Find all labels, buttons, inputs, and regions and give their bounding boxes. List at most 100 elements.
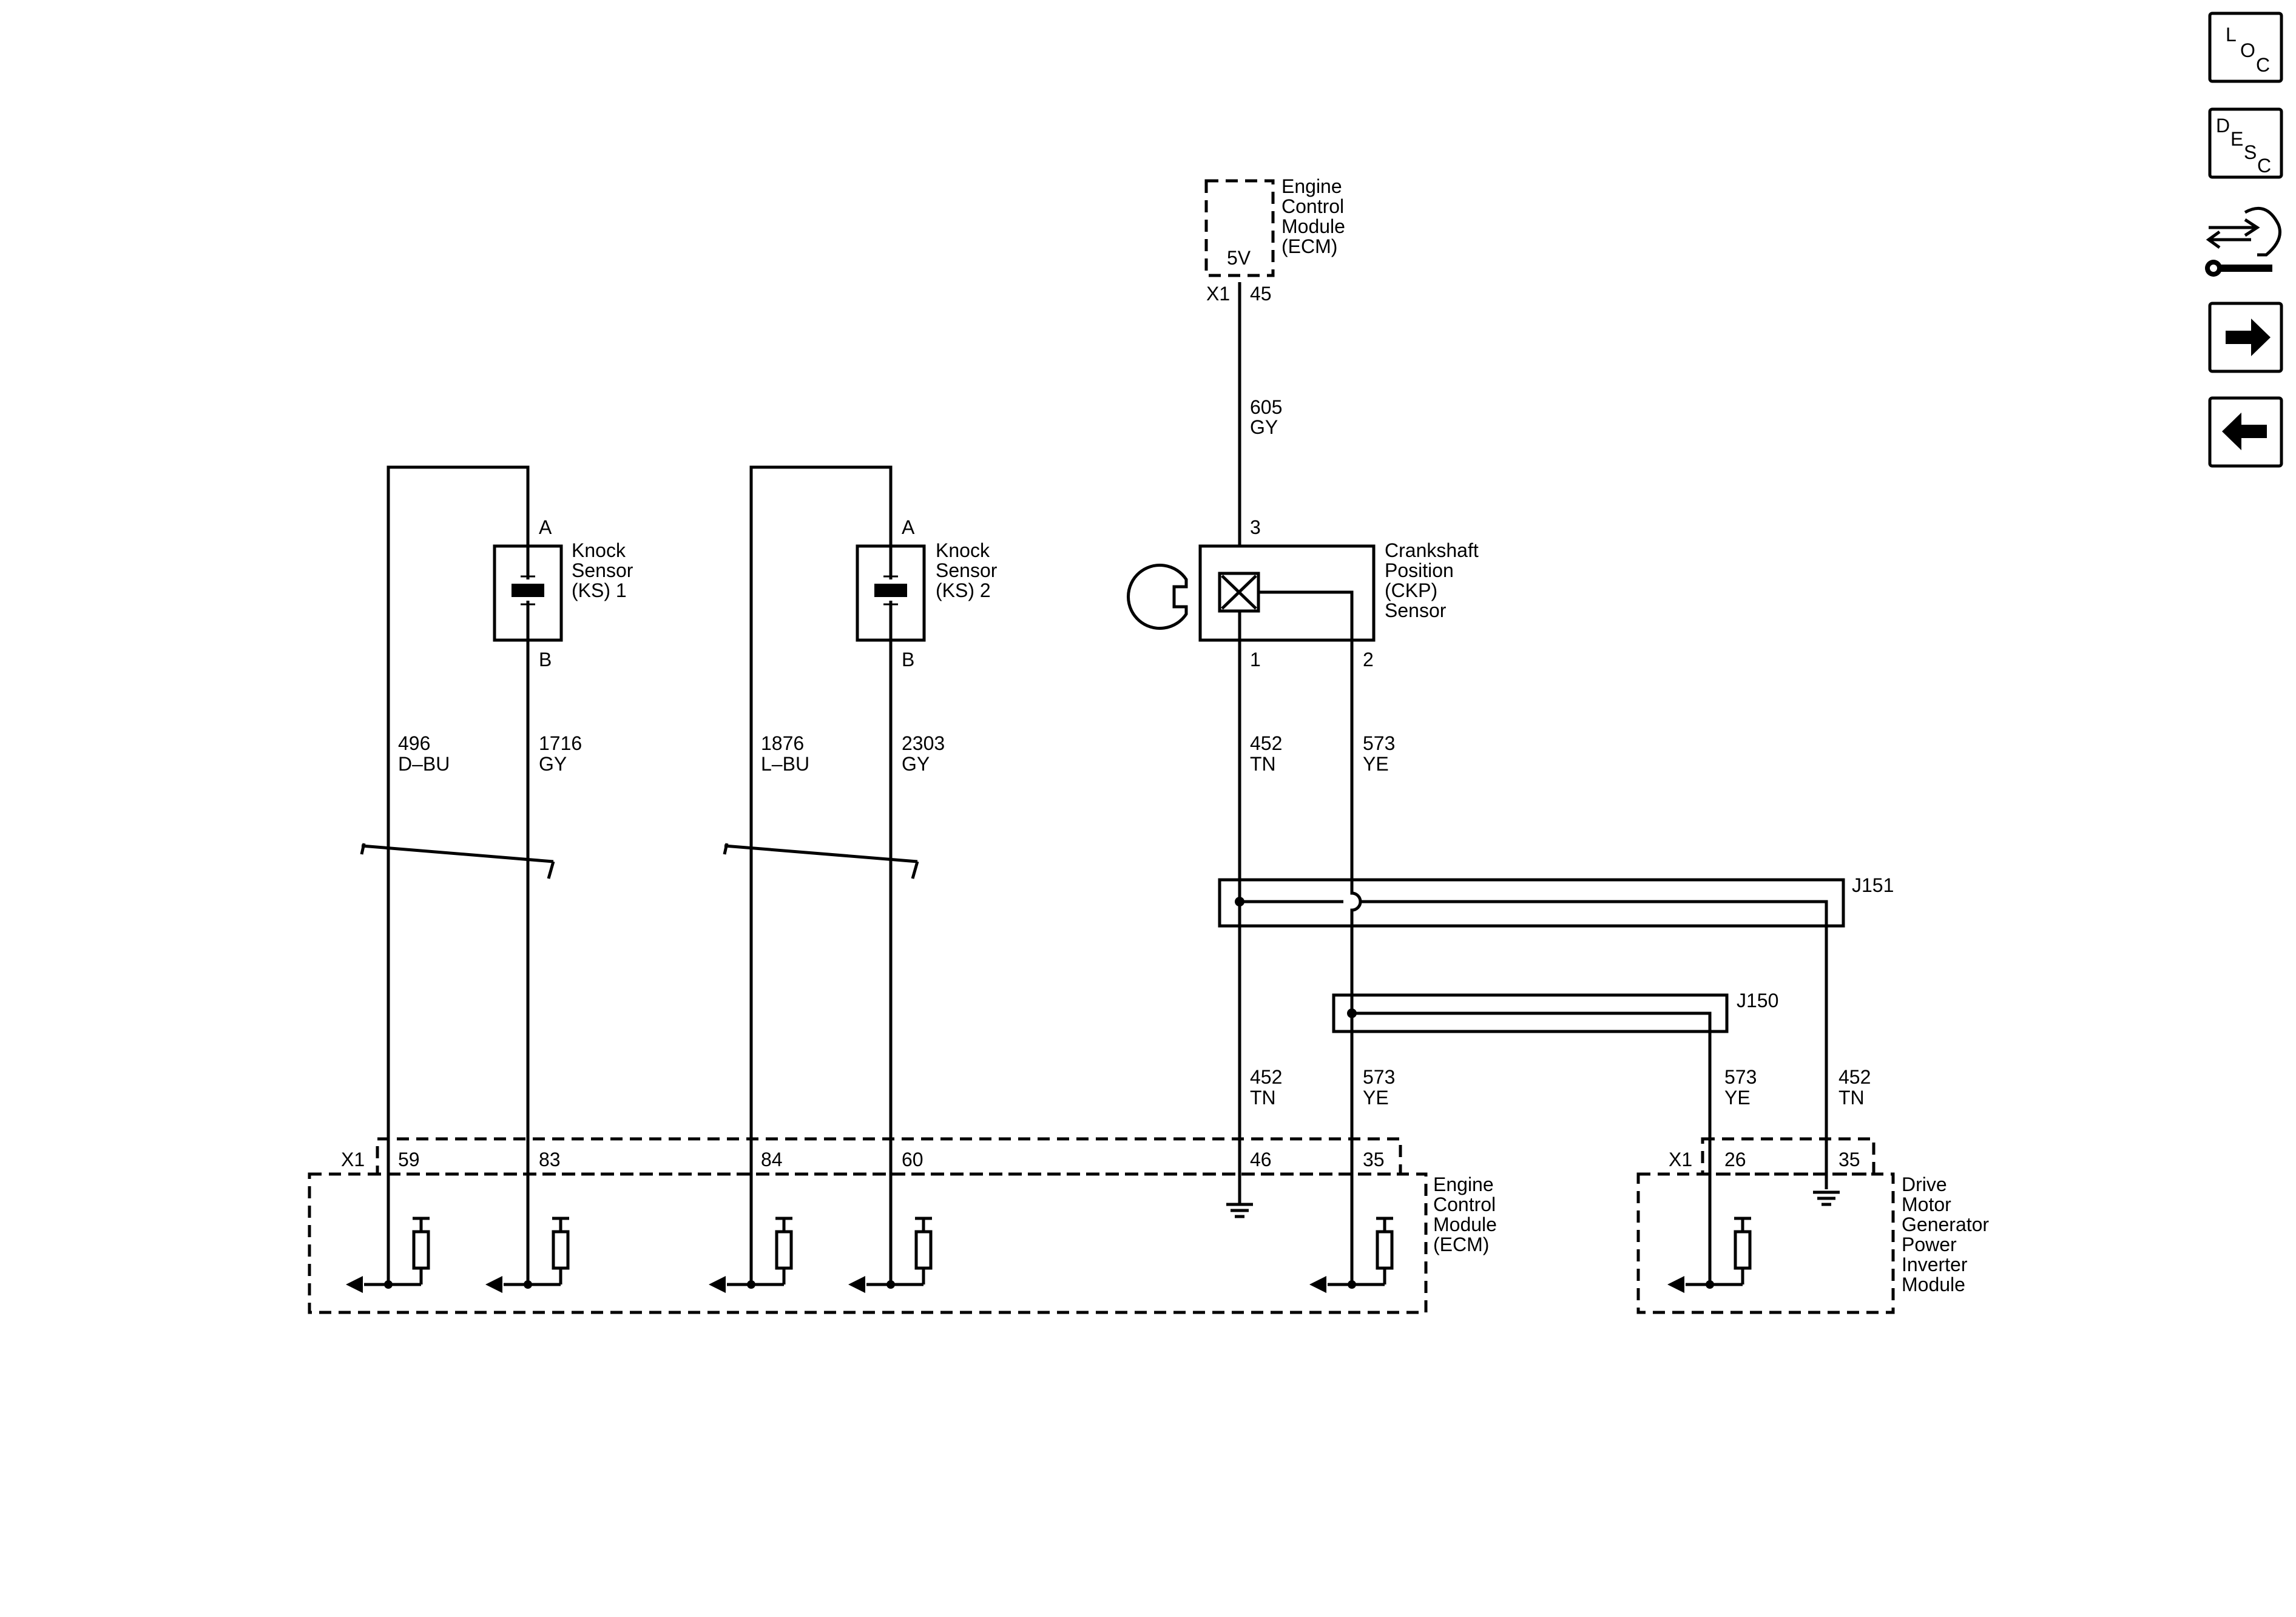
previous-arrow-icon[interactable]: [2208, 396, 2283, 468]
desc-letter-e: E: [2230, 128, 2243, 150]
loc-letter-l: L: [2226, 24, 2237, 46]
wire-circuit-number: 452: [1838, 1066, 1871, 1088]
wire-circuit-number: 2303: [902, 732, 945, 754]
wire-1876: 1876 L–BU: [761, 732, 809, 775]
wire-452-tn: 452 TN: [1238, 640, 1282, 1204]
wire-color: YE: [1363, 753, 1389, 775]
signal-arrow-icon: [346, 1276, 363, 1293]
ecm-top-name-line: Engine: [1281, 175, 1342, 197]
voltage-label: 5V: [1227, 247, 1251, 269]
input-circuit-symbol: [1667, 1217, 1752, 1293]
signal-arrow-icon: [485, 1276, 502, 1293]
pin-label: 84: [761, 1149, 783, 1170]
wire-color: TN: [1838, 1087, 1865, 1109]
connector-label: X1: [1669, 1149, 1692, 1170]
pin-label: 46: [1250, 1149, 1272, 1170]
wire-circuit-number: 496: [398, 732, 430, 754]
component-name-line: Position: [1385, 559, 1454, 581]
input-circuit-symbol: [485, 1217, 570, 1293]
wire-452-tn-lower: 452 TN: [1250, 1066, 1282, 1109]
connector-tool-icon[interactable]: [2205, 206, 2281, 277]
wire-circuit-number: 1716: [539, 732, 582, 754]
knock-sensor-2: A Knock Sensor (KS) 2 B: [749, 465, 998, 1284]
pin-label: 2: [1363, 649, 1374, 670]
input-circuit-symbol: [709, 1217, 793, 1293]
pin-label: B: [539, 649, 552, 670]
ecm-top-name-line: Control: [1281, 195, 1344, 217]
drive-motor-generator-power-inverter-module: X1 26 35 Drive Motor Generator Power Inv…: [1636, 1137, 1989, 1314]
module-name-line: Engine: [1433, 1173, 1494, 1195]
wire-circuit-number: 452: [1250, 732, 1282, 754]
wire-color: GY: [1250, 416, 1278, 438]
wire-1716: 1716 GY: [539, 732, 582, 775]
wire-color: GY: [539, 753, 567, 775]
component-name-line: Sensor: [936, 559, 998, 581]
desc-button[interactable]: D E S C: [2208, 107, 2283, 179]
knock-sensor-1: A Knock Sensor (KS) 1 B: [387, 465, 633, 1284]
splice-label: J150: [1737, 990, 1778, 1011]
splice-label: J151: [1852, 874, 1894, 896]
wire-2303: 2303 GY: [902, 732, 945, 775]
wire-circuit-number: 605: [1250, 396, 1282, 418]
crankshaft-position-sensor: 3 Crankshaft Position (CKP) Sensor 1 2: [1127, 516, 1479, 670]
wire-circuit-number: 452: [1250, 1066, 1282, 1088]
twisted-pair-symbol: [723, 843, 919, 879]
ecm-top-name-line: Module: [1281, 215, 1345, 237]
desc-letter-c: C: [2257, 155, 2271, 177]
wire-573-ye-inverter: 573 YE: [1724, 1066, 1757, 1109]
loc-letter-o: O: [2240, 39, 2255, 61]
module-name-line: Generator: [1902, 1214, 1989, 1235]
loc-button[interactable]: L O C: [2208, 12, 2283, 83]
signal-arrow-icon: [848, 1276, 865, 1293]
module-name-line: Module: [1902, 1274, 1965, 1295]
resistor-icon: [412, 1230, 430, 1270]
wire-circuit-number: 573: [1363, 1066, 1395, 1088]
signal-arrow-icon: [709, 1276, 726, 1293]
pin-label: 83: [539, 1149, 561, 1170]
resistor-icon: [552, 1230, 570, 1270]
piezo-element-icon: [874, 584, 907, 597]
wire-color: TN: [1250, 753, 1276, 775]
input-circuit-symbol: [1309, 1217, 1394, 1293]
signal-arrow-icon: [1667, 1276, 1684, 1293]
pin-label: 45: [1250, 283, 1272, 305]
module-name-line: Inverter: [1902, 1254, 1968, 1275]
connector-label: X1: [341, 1149, 365, 1170]
module-name-line: Power: [1902, 1234, 1957, 1255]
twisted-pair-symbol: [360, 843, 555, 879]
component-name-line: Knock: [936, 539, 990, 561]
wire-circuit-number: 573: [1724, 1066, 1757, 1088]
wire-573-ye: 573 YE: [1350, 640, 1395, 1284]
wire-color: L–BU: [761, 753, 809, 775]
component-name-line: Sensor: [1385, 599, 1447, 621]
wire-573-ye-lower: 573 YE: [1363, 1066, 1395, 1109]
component-name-line: Sensor: [572, 559, 633, 581]
wire-color: GY: [902, 753, 930, 775]
piezo-element-icon: [512, 584, 544, 597]
module-name-line: Motor: [1902, 1193, 1951, 1215]
module-name-line: Drive: [1902, 1173, 1947, 1195]
wire-color: D–BU: [398, 753, 450, 775]
signal-arrow-icon: [1309, 1276, 1326, 1293]
wire-color: YE: [1363, 1087, 1389, 1109]
resistor-icon: [1376, 1230, 1394, 1270]
next-arrow-icon[interactable]: [2208, 302, 2283, 373]
wire-496: 496 D–BU: [398, 732, 450, 775]
resistor-icon: [775, 1230, 793, 1270]
ecm-5v-reference: Engine Control Module (ECM) 5V X1 45: [1204, 175, 1345, 305]
component-name-line: (KS) 1: [572, 579, 627, 601]
input-circuit-symbol: [346, 1217, 430, 1293]
wire-605: 605 GY: [1238, 282, 1282, 546]
wire-color: YE: [1724, 1087, 1751, 1109]
module-input-circuits: [346, 1217, 1752, 1293]
pin-label: A: [902, 516, 915, 538]
desc-letter-d: D: [2216, 115, 2230, 137]
pin-label: 60: [902, 1149, 923, 1170]
resistor-icon: [1734, 1230, 1752, 1270]
pin-label: A: [539, 516, 552, 538]
wire-circuit-number: 573: [1363, 732, 1395, 754]
splice-j151: J151: [1218, 874, 1894, 1189]
ecm-top-name-line: (ECM): [1281, 235, 1337, 257]
module-name-line: (ECM): [1433, 1234, 1489, 1255]
